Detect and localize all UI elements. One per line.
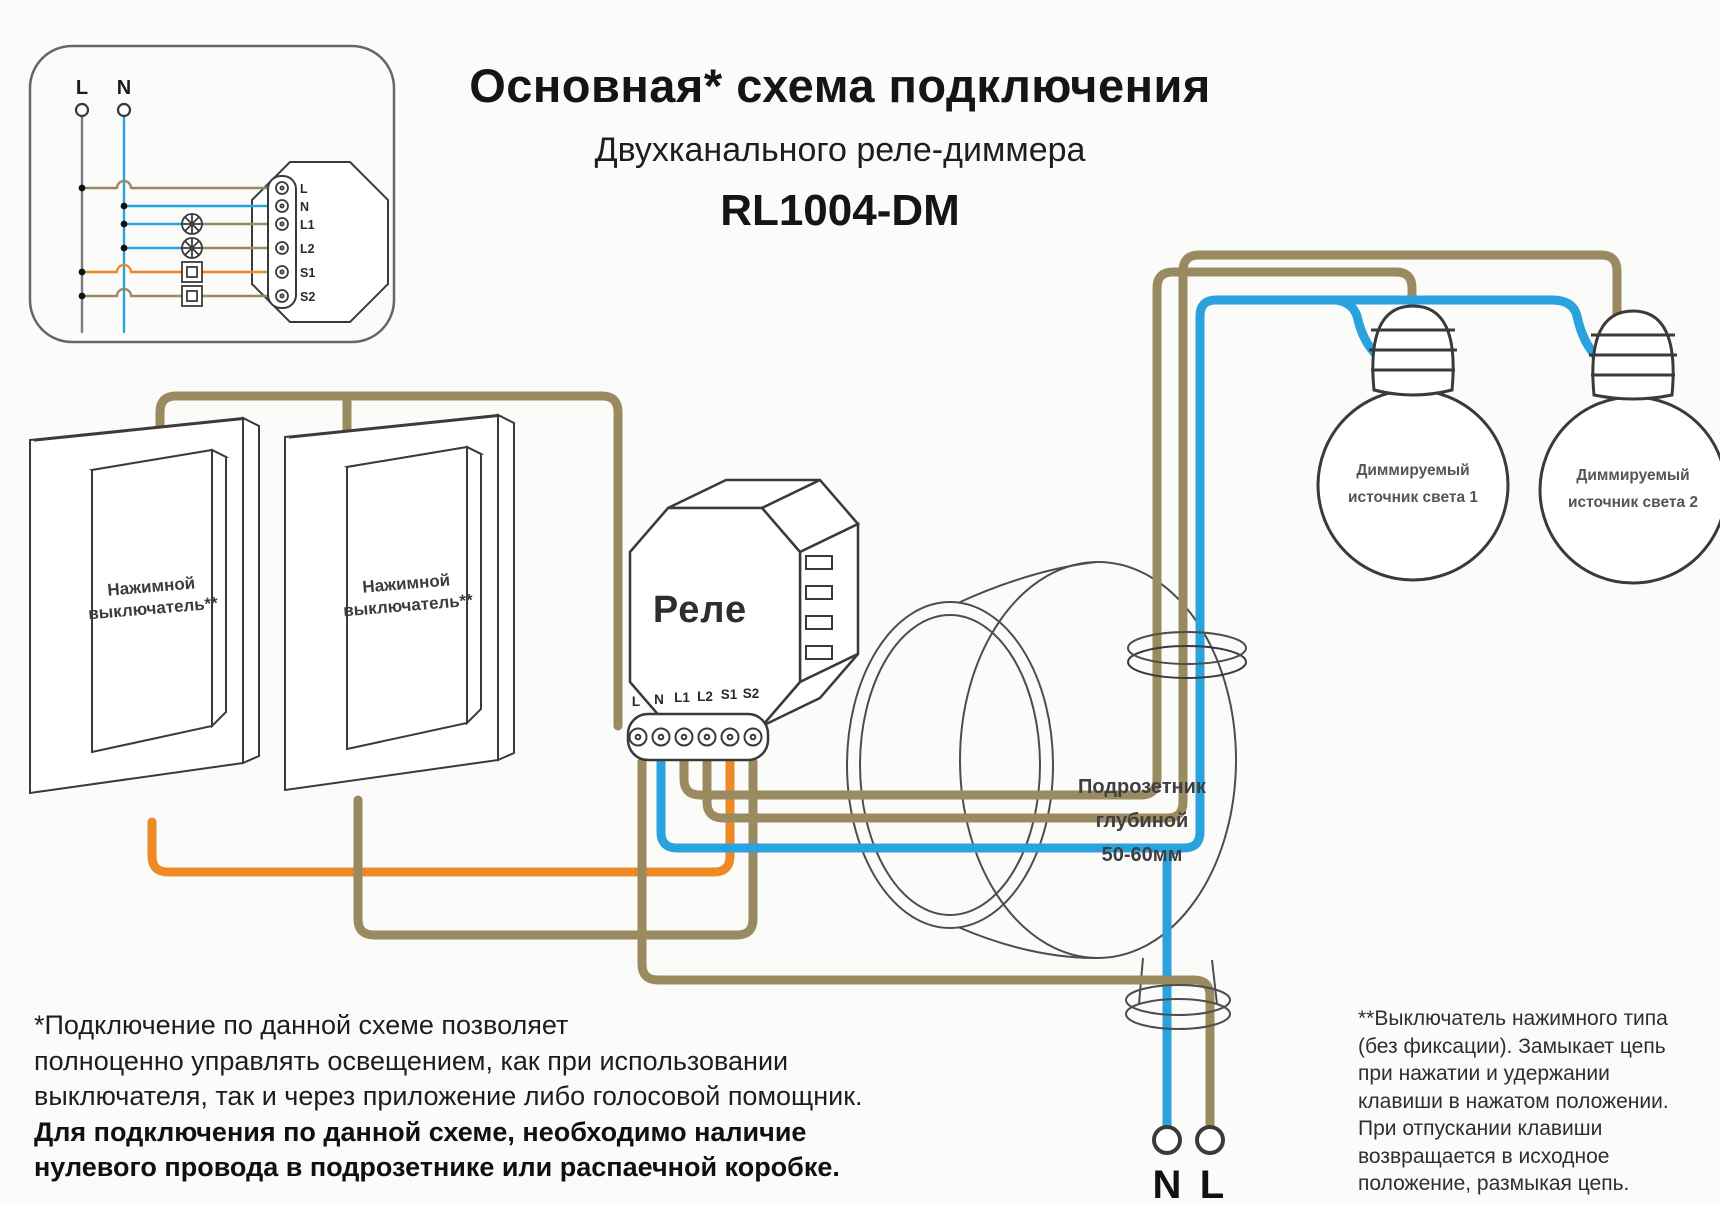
dimmable-light-1: Диммируемый источник света 1: [1316, 304, 1510, 582]
inset-wire-l: [80, 179, 280, 190]
footnote-line: выключателя, так и через приложение либо…: [34, 1081, 863, 1111]
relay-terminal-label: N: [654, 692, 664, 707]
inset-lamp-symbol-2: [181, 237, 203, 259]
svg-text:50-60мм: 50-60мм: [1102, 844, 1183, 866]
inset-n-label: N: [117, 77, 131, 99]
footnote-line-bold: Для подключения по данной схеме, необход…: [34, 1116, 807, 1147]
inset-terminal-screws: [275, 181, 289, 303]
footnote-line: **Выключатель нажимного типа: [1358, 1007, 1668, 1030]
inset-schematic: L N L N L1 L2 S1 S2: [28, 44, 396, 344]
inset-terminal-label: S2: [300, 290, 315, 304]
relay-module: Реле L N L1 L2 S1 S2: [626, 478, 861, 762]
footnote-line-bold: нулевого провода в подрозетнике или расп…: [34, 1152, 840, 1182]
svg-text:глубиной: глубиной: [1096, 810, 1189, 832]
inset-n-terminal: [116, 102, 132, 118]
footnote-line: клавиши в нажатом положении.: [1358, 1089, 1669, 1113]
push-switch-1: Нажимной выключатель**: [29, 416, 260, 795]
inset-lamp-symbol-1: [181, 213, 203, 235]
inset-terminal-label: S1: [300, 266, 315, 280]
wire-orange-s1: [147, 757, 735, 877]
footnote-line: положение, размыкая цепь.: [1358, 1172, 1630, 1195]
inset-l-label: L: [76, 77, 88, 99]
dimmable-light-2: Диммируемый источник света 2: [1538, 309, 1720, 585]
supply-l-terminal: [1195, 1125, 1225, 1155]
relay-terminal-label: L1: [674, 690, 690, 705]
inset-terminal-label: N: [300, 200, 309, 214]
footnote-double-asterisk: **Выключатель нажимного типа (без фиксац…: [1358, 1005, 1718, 1198]
relay-terminal-screws: [628, 727, 763, 747]
supply-terminals: N L: [1152, 1125, 1225, 1206]
page-title: Основная* схема подключения: [469, 59, 1211, 112]
wire-blue-supply-n: [1162, 843, 1188, 1131]
relay-terminal-label: L2: [697, 689, 713, 704]
footnote-line: (без фиксации). Замыкает цепь: [1358, 1034, 1666, 1058]
inset-terminal-label: L1: [300, 218, 315, 232]
inset-switch-symbol-2: [181, 285, 203, 307]
bulb-2-label: Диммируемый: [1576, 467, 1689, 484]
footnote-line: возвращается в исходное: [1358, 1144, 1610, 1168]
inset-terminal-label: L2: [300, 242, 315, 256]
footnote-line: полноценно управлять освещением, как при…: [34, 1045, 789, 1076]
wire-brown-l1-bulb1: [679, 267, 1417, 800]
svg-text:Подрозетник: Подрозетник: [1078, 776, 1207, 798]
wire-brown-switch-jumper: [155, 391, 623, 731]
inset-wire-s2-a: [80, 287, 184, 298]
relay-terminal-label: S1: [721, 687, 738, 702]
junction-box-label: Подрозетник глубиной 50-60мм: [1078, 776, 1207, 866]
main-wires: [147, 250, 1622, 1131]
wire-blue-n-main: [656, 295, 1603, 853]
inset-l-terminal: [74, 102, 90, 118]
bulb-1-label: источник света 1: [1348, 489, 1478, 506]
bulb-1-label: Диммируемый: [1356, 462, 1469, 479]
relay-terminal-label: L: [632, 694, 640, 709]
wire-brown-s2: [353, 757, 758, 940]
push-switch-2: Нажимной выключатель**: [284, 413, 515, 792]
inset-wire-s1-a: [80, 263, 184, 274]
footnote-asterisk: *Подключение по данной схеме позволяет п…: [34, 1008, 974, 1186]
supply-n-label: N: [1153, 1163, 1182, 1206]
footnote-line: *Подключение по данной схеме позволяет: [34, 1010, 569, 1040]
relay-terminal-label: S2: [743, 686, 760, 701]
bulb-2-label: источник света 2: [1568, 494, 1698, 511]
junction-box: [846, 561, 1237, 1005]
inset-terminal-label: L: [300, 182, 308, 196]
wire-brown-l2-bulb2: [702, 250, 1622, 823]
supply-n-terminal: [1152, 1125, 1182, 1155]
wire-blue-bulb1-branch: [1331, 295, 1383, 361]
supply-l-label: L: [1200, 1163, 1224, 1206]
inset-border: [28, 44, 396, 344]
inset-junction-dots: [78, 184, 128, 300]
wire-brown-supply-l: [637, 757, 1215, 1131]
inset-switch-symbol-1: [181, 261, 203, 283]
page-subtitle: Двухканального реле-диммера: [594, 131, 1086, 169]
model-number: RL1004-DM: [720, 186, 960, 235]
footnote-line: При отпускании клавиши: [1358, 1117, 1603, 1140]
footnote-line: при нажатии и удержании: [1358, 1062, 1610, 1085]
title-block: Основная* схема подключения Двухканально…: [390, 58, 1290, 236]
relay-clips: [805, 555, 833, 660]
relay-label: Реле: [653, 589, 747, 631]
junction-box-grommets: [1125, 631, 1247, 1030]
